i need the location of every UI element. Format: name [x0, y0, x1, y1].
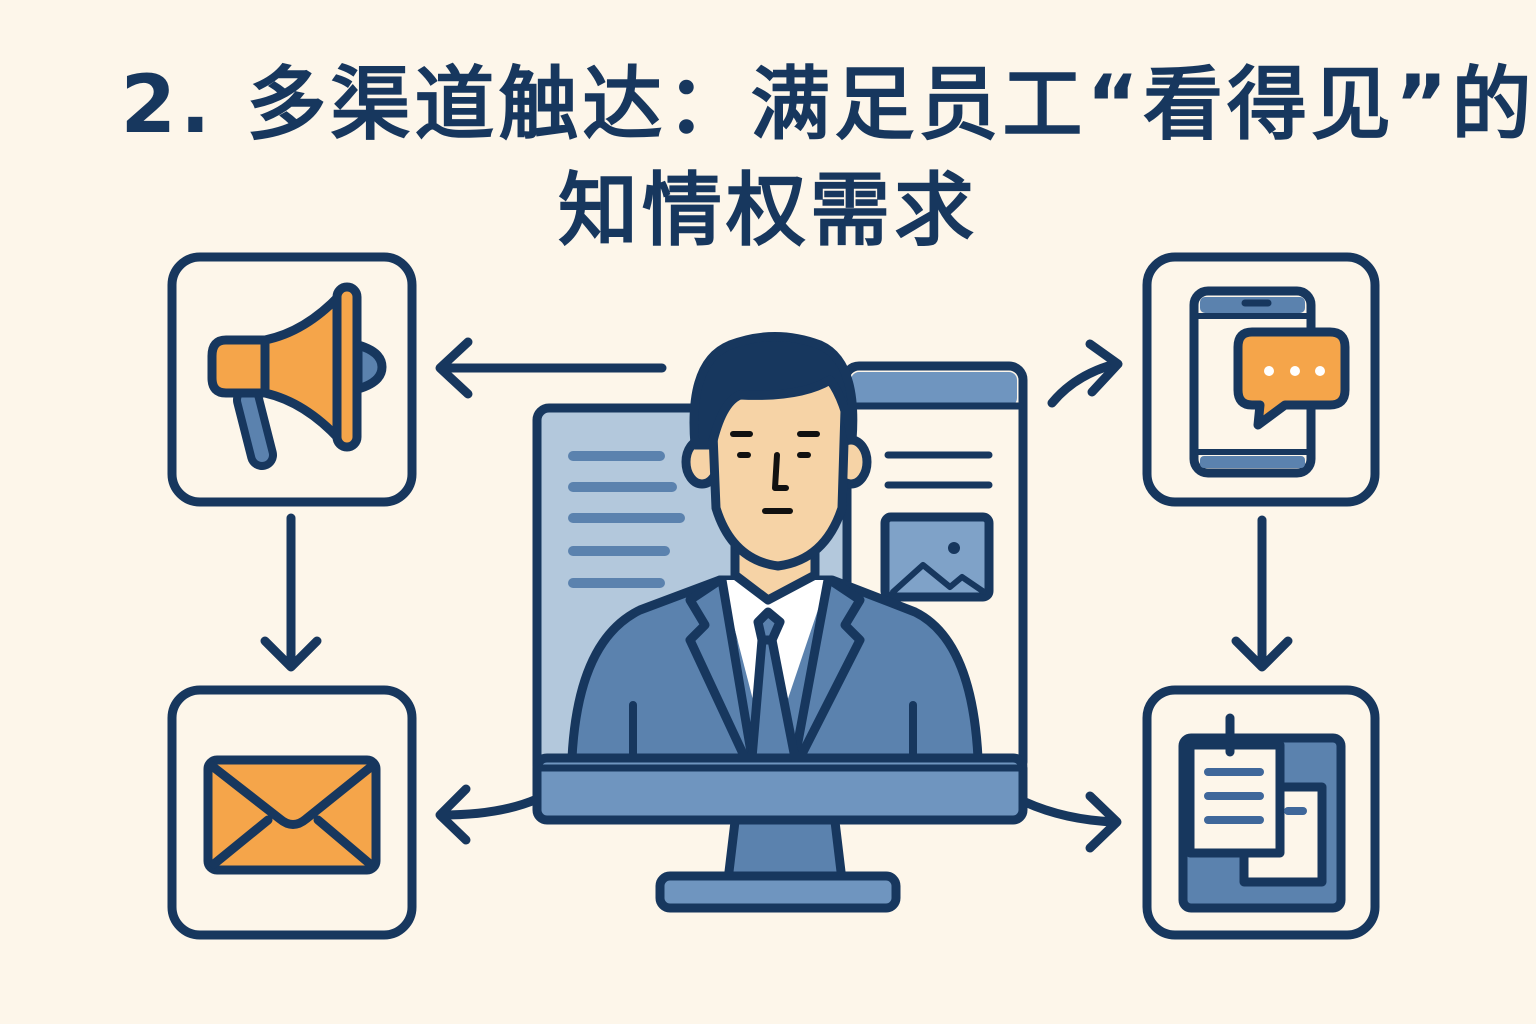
notice-board-icon — [1178, 713, 1346, 913]
node-broadcast — [167, 252, 417, 507]
arrow-to-email — [435, 784, 542, 845]
arrow-to-broadcast — [435, 337, 667, 399]
arrow-broadcast-to-email — [260, 513, 322, 672]
arrow-to-board — [1020, 791, 1122, 853]
title-line-2: 知情权需求 — [558, 164, 978, 257]
arrow-to-mobile — [1047, 339, 1123, 408]
image-placeholder-icon — [880, 512, 994, 602]
envelope-icon — [203, 755, 381, 875]
arrow-mobile-to-board — [1231, 515, 1293, 672]
node-center — [532, 332, 1028, 913]
title-line-1: 2. 多渠道触达：满足员工“看得见”的 — [120, 58, 1536, 151]
page-title: 2. 多渠道触达：满足员工“看得见”的 知情权需求 — [0, 52, 1536, 264]
node-mobile-message — [1142, 252, 1380, 507]
monitor-presenter-icon — [532, 332, 1028, 913]
phone-chat-icon — [1189, 286, 1350, 478]
megaphone-icon — [207, 282, 387, 470]
node-bulletin-board — [1142, 685, 1380, 940]
arrows — [260, 337, 1293, 853]
node-email — [167, 685, 417, 940]
